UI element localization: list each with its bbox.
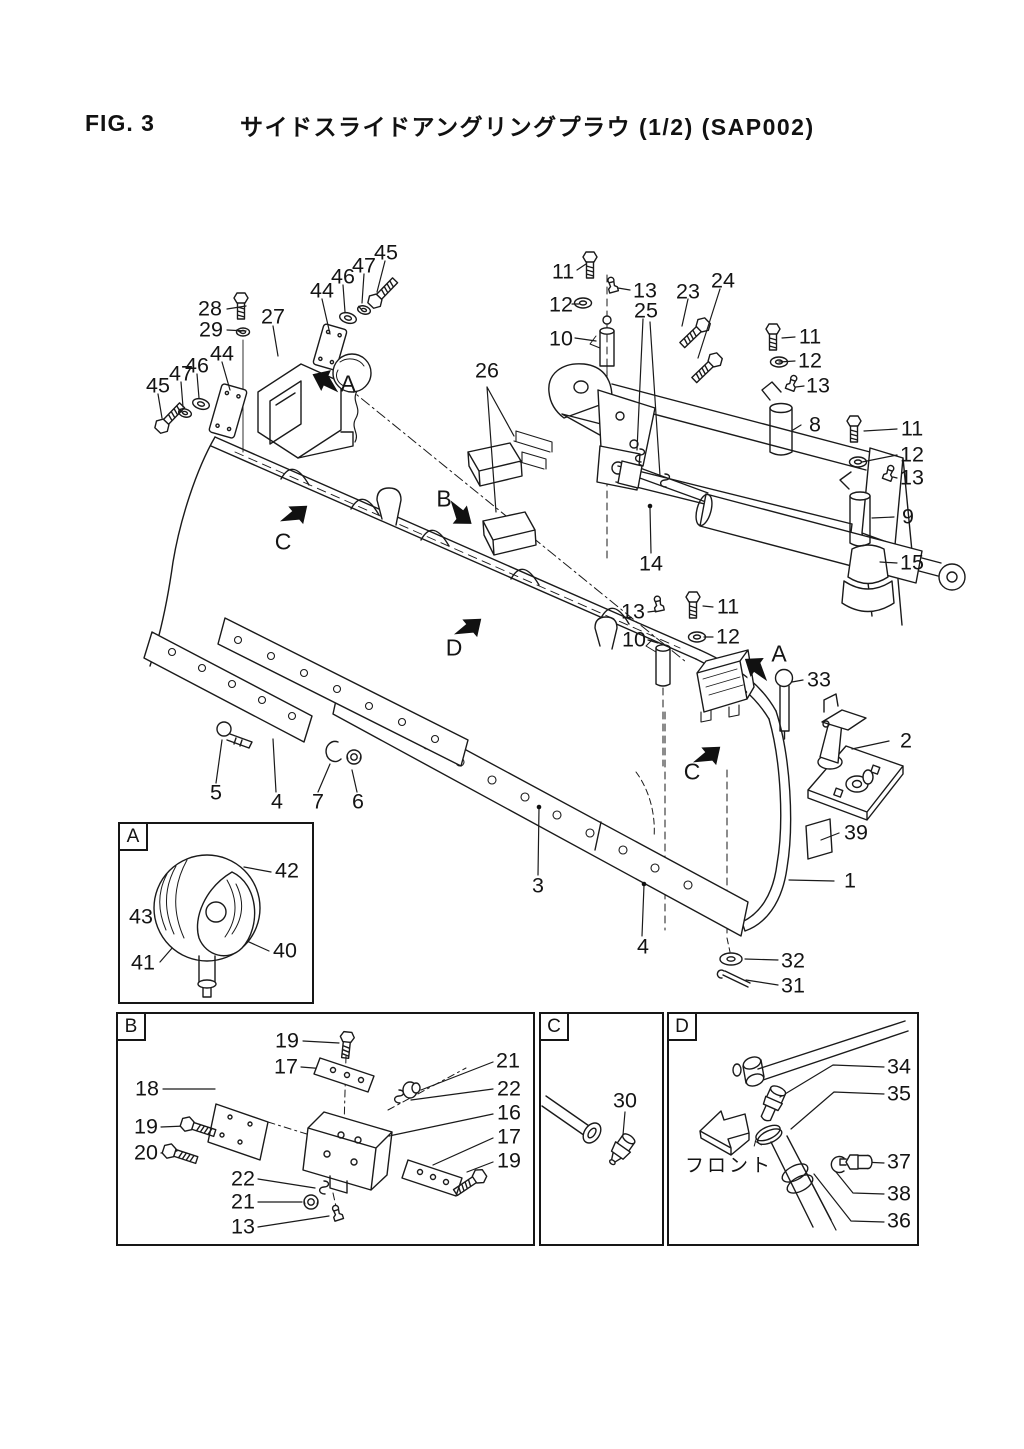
detail-box-a: A <box>118 822 314 1004</box>
lamp-bracket-cluster <box>151 274 402 459</box>
detail-box-c: C <box>539 1012 664 1246</box>
moldboard-blade <box>149 436 792 932</box>
detail-d-hoses <box>699 1020 909 1231</box>
detail-box-b: B <box>116 1012 535 1246</box>
pivot-pins <box>589 315 871 687</box>
parking-stand <box>716 693 904 988</box>
detail-a-headlight <box>153 854 261 998</box>
figure-number: FIG. 3 <box>85 110 155 136</box>
leader-lines <box>156 260 898 1228</box>
detail-b-bracket <box>160 1030 490 1222</box>
angling-cylinder <box>617 460 966 591</box>
detail-box-c-label: C <box>541 1014 569 1041</box>
figure-title: サイドスライドアングリングプラウ (1/2) (SAP002) <box>240 114 815 140</box>
cutting-edges <box>143 617 749 937</box>
main-diagram-art <box>143 251 966 1231</box>
detail-box-d: D <box>667 1012 919 1246</box>
front-direction-arrow <box>699 1110 750 1156</box>
work-lamp <box>696 649 794 740</box>
detail-box-b-label: B <box>118 1014 146 1041</box>
hose-clamp-blocks <box>467 314 726 556</box>
detail-c-fitting <box>541 1095 636 1166</box>
detail-box-a-label: A <box>120 824 148 851</box>
detail-box-d-label: D <box>669 1014 697 1041</box>
